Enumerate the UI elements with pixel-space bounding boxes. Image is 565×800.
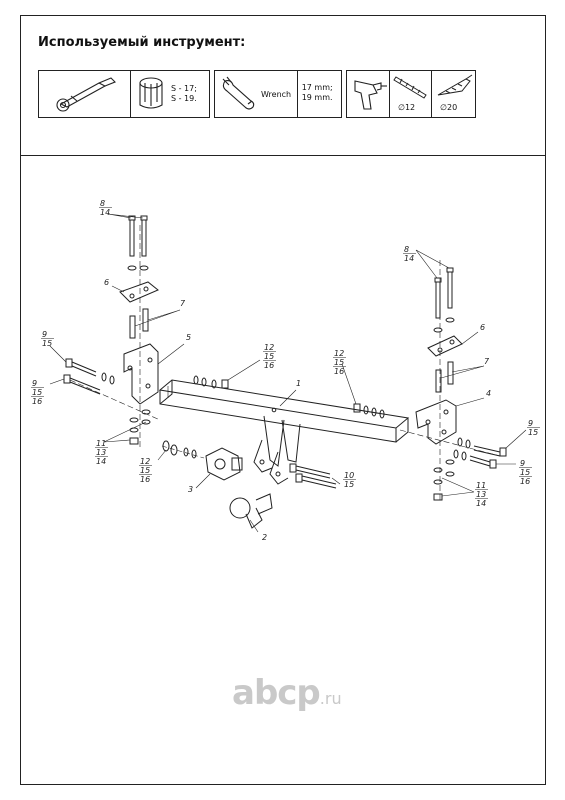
callout-number: 15 bbox=[32, 388, 42, 397]
callout-number: 8 bbox=[100, 199, 105, 208]
callout-c7r: 7 bbox=[484, 357, 490, 366]
step-bit-icon bbox=[437, 74, 473, 96]
callout-number: 13 bbox=[476, 490, 486, 499]
socket-icon bbox=[139, 77, 163, 109]
socket-cell: S - 17; S - 19. bbox=[131, 71, 209, 117]
drill-diameter-20: ∅20 bbox=[440, 103, 458, 112]
tool-box-drill: ∅12 ∅20 bbox=[346, 70, 476, 118]
callout-number: 14 bbox=[96, 457, 106, 466]
header-divider bbox=[20, 155, 546, 156]
callout-number: 9 bbox=[520, 459, 525, 468]
callout-number: 12 bbox=[140, 457, 150, 466]
watermark-main: abcp bbox=[232, 673, 321, 713]
drill-icon bbox=[354, 80, 387, 110]
callout-number: 3 bbox=[188, 485, 193, 494]
wrench-size-2: 19 mm. bbox=[301, 93, 333, 102]
callout-c8l: 814 bbox=[99, 199, 112, 217]
ratchet-icon bbox=[56, 77, 116, 112]
callout-c7l: 7 bbox=[180, 299, 186, 308]
callout-number: 9 bbox=[42, 330, 47, 339]
wrench-icon bbox=[222, 76, 255, 110]
callout-c6r: 6 bbox=[480, 323, 485, 332]
callout-number: 15 bbox=[344, 480, 354, 489]
callout-c2: 2 bbox=[262, 533, 267, 542]
callout-number: 2 bbox=[262, 533, 267, 542]
drill-diameter-12: ∅12 bbox=[398, 103, 416, 112]
callout-number: 16 bbox=[520, 477, 530, 486]
tools-heading: Используемый инструмент: bbox=[38, 35, 246, 50]
callout-number: 6 bbox=[104, 278, 109, 287]
callout-c8r: 814 bbox=[403, 245, 416, 263]
callout-number: 15 bbox=[528, 428, 538, 437]
callout-number: 8 bbox=[404, 245, 409, 254]
callout-number: 14 bbox=[476, 499, 486, 508]
callout-number: 10 bbox=[344, 471, 354, 480]
callout-number: 15 bbox=[264, 352, 274, 361]
socket-size-2: S - 19. bbox=[171, 94, 197, 103]
callout-number: 12 bbox=[334, 349, 344, 358]
callout-number: 16 bbox=[334, 367, 344, 376]
callout-number: 16 bbox=[264, 361, 274, 370]
callout-number: 11 bbox=[96, 439, 106, 448]
callout-number: 15 bbox=[140, 466, 150, 475]
drill-bit-cell: ∅12 bbox=[390, 71, 433, 117]
drawing-frame bbox=[20, 15, 546, 785]
callout-number: 4 bbox=[486, 389, 491, 398]
callout-number: 5 bbox=[186, 333, 191, 342]
callout-number: 9 bbox=[528, 419, 533, 428]
callout-number: 15 bbox=[334, 358, 344, 367]
callout-c5: 5 bbox=[186, 333, 191, 342]
callout-number: 12 bbox=[264, 343, 274, 352]
callout-c9la: 915 bbox=[41, 330, 54, 348]
drill-bit-icon bbox=[393, 76, 427, 99]
callout-number: 14 bbox=[404, 254, 414, 263]
callout-c4: 4 bbox=[486, 389, 491, 398]
drill-cell bbox=[347, 71, 390, 117]
callout-number: 7 bbox=[484, 357, 490, 366]
left-bolts bbox=[127, 215, 149, 271]
callout-number: 1 bbox=[296, 379, 301, 388]
step-bit-cell: ∅20 bbox=[432, 71, 475, 117]
callout-number: 6 bbox=[480, 323, 485, 332]
callout-number: 15 bbox=[520, 468, 530, 477]
tool-box-wrench: Wrench 17 mm; 19 mm. bbox=[214, 70, 342, 118]
callout-c1: 1 bbox=[296, 379, 301, 388]
watermark: abcp.ru bbox=[232, 673, 342, 713]
ratchet-cell bbox=[39, 71, 131, 117]
callout-number: 16 bbox=[32, 397, 42, 406]
wrench-cell: Wrench bbox=[215, 71, 298, 117]
callout-c6l: 6 bbox=[104, 278, 109, 287]
callout-number: 13 bbox=[96, 448, 106, 457]
watermark-suffix: .ru bbox=[319, 689, 342, 708]
callout-number: 14 bbox=[100, 208, 110, 217]
tool-box-ratchet-socket: S - 17; S - 19. bbox=[38, 70, 210, 118]
callout-number: 9 bbox=[32, 379, 37, 388]
wrench-label: Wrench bbox=[261, 90, 292, 99]
callout-number: 16 bbox=[140, 475, 150, 484]
callout-c3: 3 bbox=[188, 485, 193, 494]
wrench-size-1: 17 mm; bbox=[301, 83, 333, 92]
callout-number: 11 bbox=[476, 481, 486, 490]
socket-size-1: S - 17; bbox=[171, 84, 197, 93]
callout-c9ra: 915 bbox=[527, 419, 540, 437]
wrench-sizes-cell: 17 mm; 19 mm. bbox=[298, 71, 341, 117]
callout-number: 7 bbox=[180, 299, 186, 308]
callout-number: 15 bbox=[42, 339, 52, 348]
